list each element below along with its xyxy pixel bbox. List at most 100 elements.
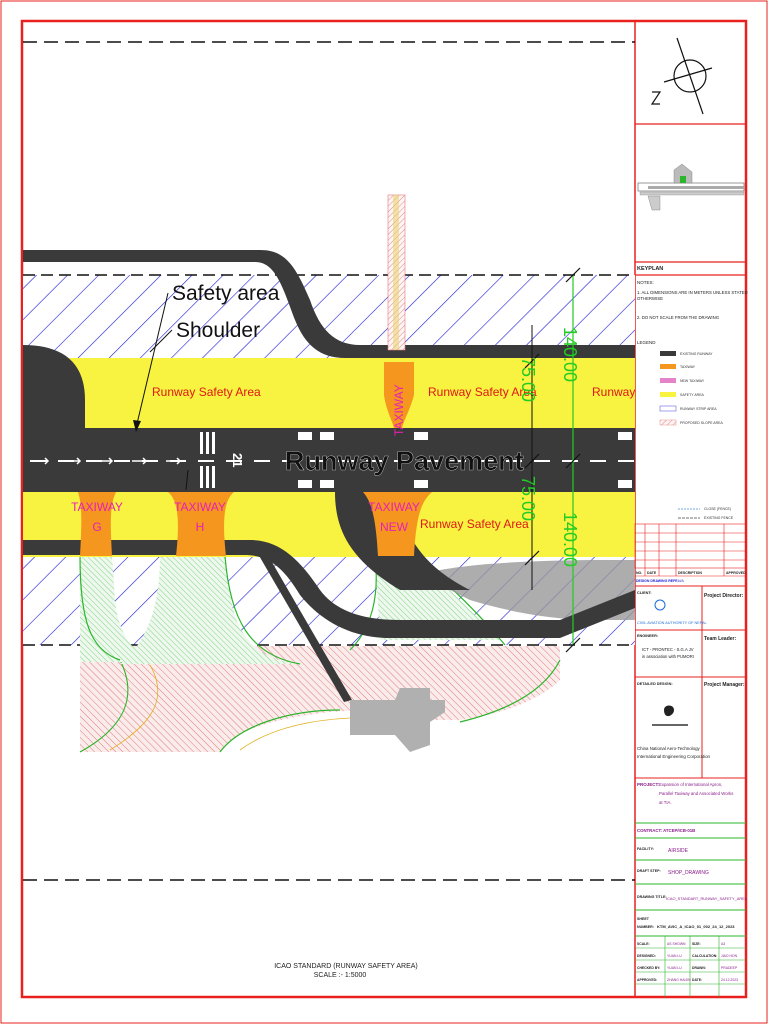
- catic-logo-icon: [664, 705, 674, 717]
- legend-item-5: RUNWAY STRIP AREA: [680, 407, 717, 411]
- taxiway-slope-outlines: [79, 555, 506, 665]
- facility-label: FACILITY:: [637, 847, 654, 851]
- taxiway-new-label-2: NEW: [380, 520, 409, 534]
- project-value-2: Parallel Taxiway and Associated Works: [659, 791, 733, 796]
- inner-border: [20, 19, 748, 999]
- calculation-value: JIAO HON: [721, 954, 738, 958]
- design-ref-label: DESIGN DRAWING REFE.: [636, 579, 679, 583]
- runway-pavement-label: Runway Pavement: [285, 446, 524, 476]
- date-value: 24.12.2023: [721, 978, 738, 982]
- legend-item-2: TAXIWAY: [680, 365, 696, 369]
- rsa-label-3: Runway Safety Area: [592, 385, 701, 399]
- sheet-number-value: KTM_AVIC_A_ICAO_01_002_24_12_2023: [657, 924, 735, 929]
- shoulder-callout: Shoulder: [176, 319, 260, 342]
- team-leader: Team Leader:: [704, 636, 736, 642]
- approved-value: ZHANG HAIJIN: [667, 978, 691, 982]
- rev-no: NO.: [636, 571, 642, 575]
- dim-ticks: [524, 267, 581, 653]
- taxiway-g-label-2: G: [92, 520, 101, 534]
- rsa-label-2: Runway Safety Area: [428, 385, 537, 399]
- dim-75-lower: 75.00: [518, 476, 538, 521]
- sheet-number-label: SHEET: [637, 917, 650, 921]
- draft-step-label: DRAFT STEP:: [637, 869, 661, 873]
- note-1b: OTHERWISE: [637, 296, 663, 301]
- callout-arrowhead: [133, 420, 141, 432]
- vertical-taxiway-fillet: [384, 362, 414, 428]
- legend-extra-1: CLOSE (FENCE): [704, 507, 731, 511]
- facility-value: AIRSIDE: [668, 848, 689, 854]
- client-name: CIVIL AVIATION AUTHORITY OF NEPAL: [637, 621, 707, 625]
- drawing-title-label: DRAWING TITLE:: [637, 895, 667, 899]
- runway-end-curve: [23, 345, 85, 430]
- drawn-label: DRAWN:: [692, 966, 706, 970]
- callout-leader-3: [185, 469, 189, 491]
- rev-date: DATE: [647, 571, 657, 575]
- safety-area-callout: Safety area: [172, 282, 280, 305]
- taxiway-g-label-1: TAXIWAY: [71, 500, 123, 514]
- taxiway-g-slope: [80, 556, 160, 662]
- legend-swatch-taxiway: [660, 364, 676, 369]
- taxiway-vertical-label: TAXIWAY: [392, 384, 406, 436]
- project-label: PROJECT:: [637, 782, 660, 787]
- taxiway-h-label-2: H: [196, 520, 205, 534]
- engineer-assoc: in association with PUMORI: [642, 654, 694, 659]
- signature-grid: [635, 936, 746, 997]
- parallel-taxiway-north: [23, 250, 635, 358]
- engineer-name: ICT - PRONTEC - S.G.A JV: [642, 647, 694, 652]
- taxiway-new-label-1: TAXIWAY: [368, 500, 420, 514]
- scale-label: SCALE:: [637, 942, 650, 946]
- legend-item-1: EXISTING RUNWAY: [680, 352, 713, 356]
- threshold-markings: [200, 432, 632, 488]
- north-arrow-icon: [650, 37, 713, 115]
- right-shoulder-curve: [420, 560, 635, 620]
- callout-leader-1: [135, 292, 169, 429]
- project-director: Project Director:: [704, 593, 744, 599]
- engineer-label: ENGINEER:: [637, 634, 658, 638]
- rev-approved: APPROVED: [726, 571, 746, 575]
- caan-logo-icon: [654, 599, 666, 611]
- detailed-design-label: DETAILED DESIGN:: [637, 682, 673, 686]
- contractor-name: China National Aero-Technology: [637, 746, 701, 751]
- drawn-value: PRADEEP: [721, 966, 738, 970]
- taxiway-new-fillet-orange: [363, 492, 432, 556]
- project-manager: Project Manager:: [704, 682, 745, 688]
- contractor-name-2: International Engineering Corporation: [637, 754, 711, 759]
- legend-extra-2: EXISTING FENCE: [704, 516, 734, 520]
- keyplan-label: KEYPLAN: [637, 266, 663, 272]
- sheet-number-label-2: NUMBER:: [637, 925, 654, 929]
- taxiway-g-fillet: [78, 492, 116, 556]
- note-1: 1. ALL DIMENSIONS ARE IN METERS UNLESS S…: [637, 290, 748, 295]
- legend-swatch-slope: [659, 419, 677, 426]
- threshold-number: 21: [230, 453, 245, 467]
- dim-140-lower: 140.00: [560, 512, 580, 567]
- legend-swatch-strip: [659, 405, 677, 412]
- date-label: DATE:: [692, 978, 702, 982]
- title-block: KEYPLAN NOTES: 1. ALL DIMENSIONS ARE IN …: [634, 37, 748, 997]
- checked-label: CHECKED BY:: [637, 966, 660, 970]
- calculation-label: CALCULATION:: [692, 954, 717, 958]
- note-2: 2. DO NOT SCALE FROM THE DRAWING: [637, 315, 720, 320]
- slope-area-outline: [79, 659, 561, 753]
- legend-swatch-new-taxiway: [660, 378, 676, 383]
- keyplan-map: [637, 163, 745, 211]
- designed-label: DESIGNED:: [637, 954, 656, 958]
- runway-arrows: [40, 457, 182, 465]
- legend-heading: LEGEND: [637, 340, 656, 345]
- callout-leader-2: [149, 329, 173, 353]
- taxiway-h-fillet: [168, 492, 234, 556]
- dim-140-upper: 140.00: [560, 327, 580, 382]
- approved-label: APPROVED:: [637, 978, 657, 982]
- contract-label: CONTRACT: ATCEP/ICB-01B: [637, 828, 695, 833]
- project-value-3: at TIA.: [659, 800, 672, 805]
- vertical-taxiway-edge: [393, 195, 399, 350]
- checked-value: YUAN LU: [667, 966, 682, 970]
- legend-item-3: NEW TAXIWAY: [680, 379, 705, 383]
- taxiway-h-slope: [120, 556, 300, 664]
- gray-parking-pad: [350, 688, 445, 752]
- notes-heading: NOTES:: [637, 280, 654, 285]
- rsa-label-1: Runway Safety Area: [152, 385, 261, 399]
- legend-swatch-existing-runway: [660, 351, 676, 356]
- dim-75-upper: 75.00: [518, 357, 538, 402]
